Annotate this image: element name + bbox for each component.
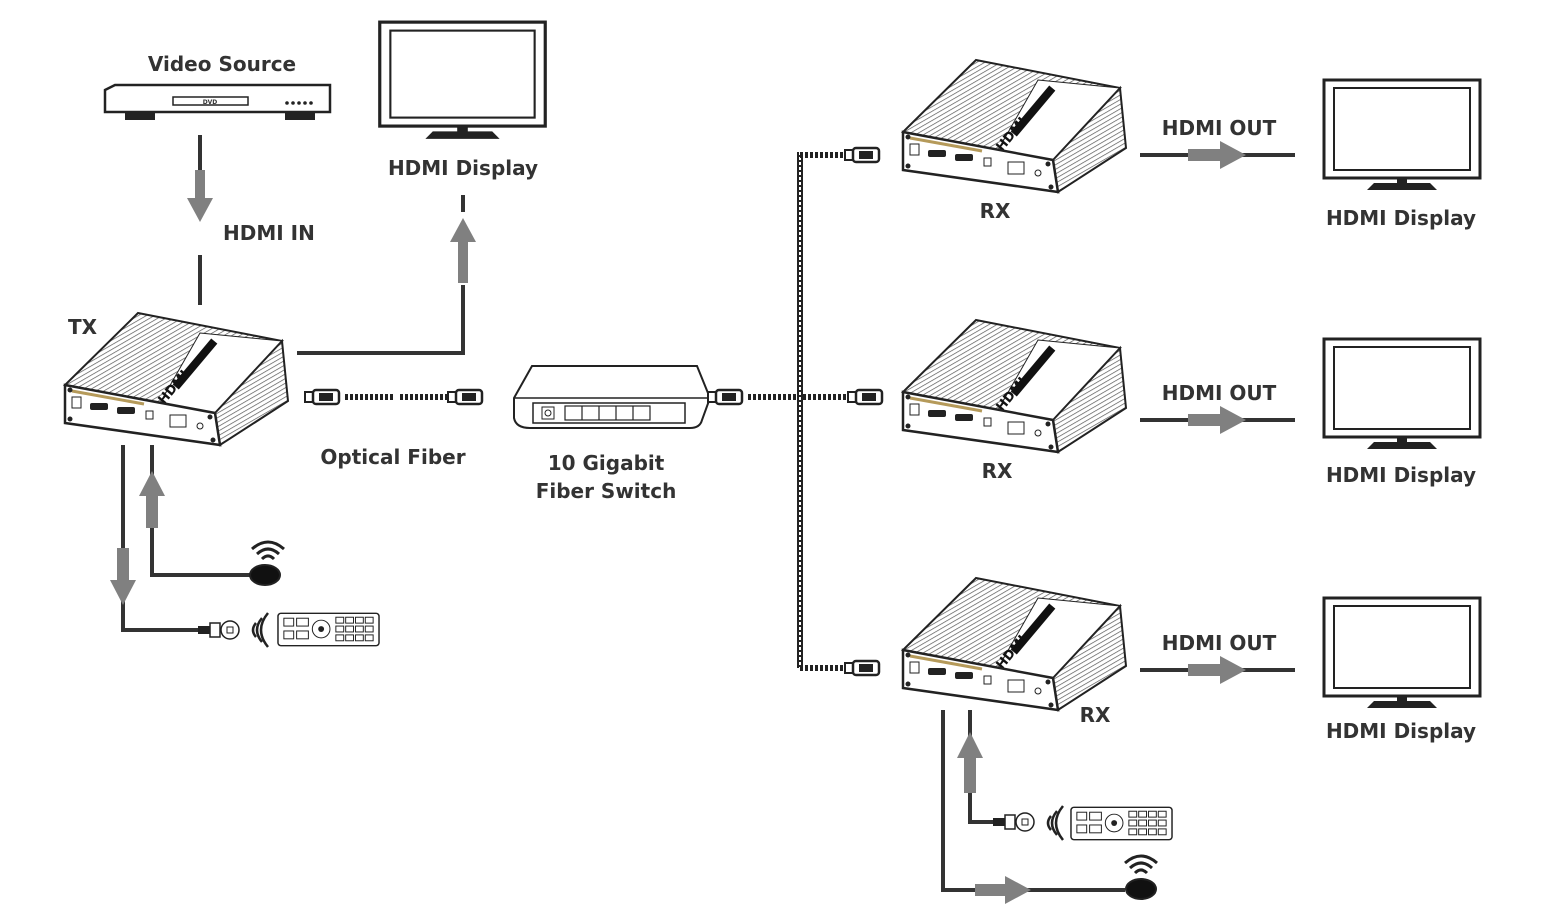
- arrow-right-icon: [1220, 406, 1246, 434]
- rx2-extender-icon: [901, 318, 1128, 454]
- remote-control-icon: [277, 612, 380, 647]
- dvd-label: DVD: [203, 99, 218, 106]
- hdmi-display-icon: [1322, 78, 1482, 192]
- fiber-distribution-cables: [706, 146, 884, 677]
- hdmi-display-top-label: HDMI Display: [388, 156, 538, 180]
- wireless-signal-icon: [250, 540, 286, 561]
- arrow-down-icon: [195, 170, 205, 200]
- arrow-right-icon: [1220, 141, 1246, 169]
- optical-fiber-cable: [303, 388, 484, 406]
- hdmi-display-label: HDMI Display: [1326, 719, 1476, 743]
- hdmi-out-label: HDMI OUT: [1162, 116, 1277, 140]
- arrow-right-icon: [1220, 656, 1246, 684]
- ir-signal-icon: [1046, 804, 1065, 842]
- ir-emitter-icon: [197, 620, 240, 640]
- optical-fiber-label: Optical Fiber: [320, 445, 465, 469]
- hdmi-display-icon: [1322, 596, 1482, 710]
- remote-control-icon: [1070, 806, 1173, 841]
- rx-ir-connections: [941, 710, 1173, 904]
- hdmi-out-label: HDMI OUT: [1162, 381, 1277, 405]
- hdmi-display-label: HDMI Display: [1326, 206, 1476, 230]
- rx1-label: RX: [980, 199, 1011, 223]
- ir-receiver-icon: [249, 564, 281, 586]
- tx-ir-connections: [110, 445, 380, 649]
- tx-label: TX: [68, 315, 98, 339]
- hdmi-display-label: HDMI Display: [1326, 463, 1476, 487]
- rx2-label: RX: [982, 459, 1013, 483]
- switch-label-line1: 10 Gigabit: [548, 451, 665, 475]
- hdmi-out-row-1: HDMI OUT HDMI Display: [1140, 78, 1482, 230]
- dvd-player-icon: DVD: [103, 83, 332, 120]
- hdmi-out-label: HDMI OUT: [1162, 631, 1277, 655]
- hdmi-in-label: HDMI IN: [223, 221, 315, 245]
- hdmi-display-top-icon: [378, 20, 547, 141]
- tx-extender-icon: [63, 311, 290, 447]
- rx1-extender-icon: [901, 58, 1128, 194]
- hdmi-out-row-2: HDMI OUT HDMI Display: [1140, 337, 1482, 487]
- ir-signal-icon: [251, 611, 270, 649]
- ir-emitter-icon: [992, 812, 1035, 832]
- hdmi-out-row-3: HDMI OUT HDMI Display: [1140, 596, 1482, 743]
- loopout-connection: [297, 195, 476, 355]
- switch-label-line2: Fiber Switch: [536, 479, 677, 503]
- rx3-extender-icon: [901, 576, 1128, 712]
- ir-receiver-icon: [1125, 878, 1157, 900]
- hdmi-display-icon: [1322, 337, 1482, 451]
- wireless-signal-icon: [1123, 854, 1159, 875]
- video-source-label: Video Source: [148, 52, 296, 76]
- fiber-switch-icon: [513, 365, 712, 429]
- hdmi-in-connection: [187, 135, 213, 305]
- rx3-label: RX: [1080, 703, 1111, 727]
